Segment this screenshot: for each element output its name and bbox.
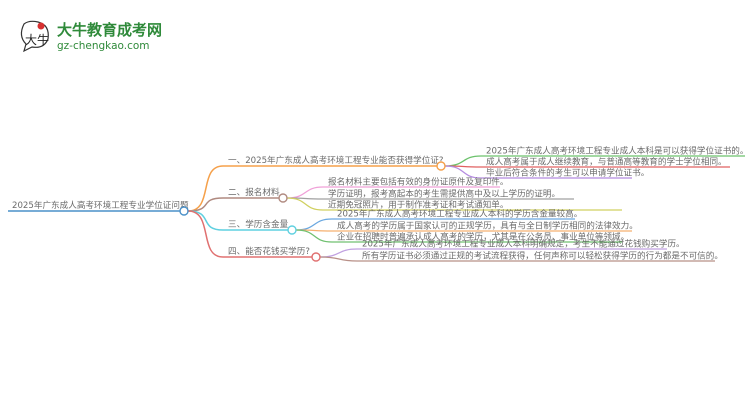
leaf-text: 成人高考的学历属于国家认可的正规学历，具有与全日制学历相同的法律效力。 — [337, 220, 638, 232]
leaf-edge — [444, 165, 632, 179]
leaf-text: 毕业后符合条件的考生可以申请学位证书。 — [486, 167, 649, 179]
logo-mark-text: 大牛 — [25, 32, 49, 47]
branch-node[interactable] — [436, 161, 446, 171]
branch-node[interactable] — [311, 252, 321, 262]
branch-edge — [187, 210, 312, 258]
leaf-text: 所有学历证书必须通过正规的考试流程获得，任何声称可以轻松获得学历的行为都是不可信… — [362, 250, 723, 262]
branch-label: 二、报名材料 — [228, 186, 280, 198]
logo: 大牛 大牛教育成考网 gz-chengkao.com — [20, 20, 162, 53]
root-node[interactable] — [179, 206, 189, 216]
branch-node[interactable] — [278, 193, 288, 203]
leaf-text: 2025年广东成人高考环境工程专业成人本科是可以获得学位证书的。 — [486, 145, 749, 157]
leaf-edge — [286, 197, 622, 211]
branch-edge — [187, 210, 288, 231]
branch-label: 三、学历含金量 — [228, 218, 289, 230]
branch-label: 四、能否花钱买学历? — [228, 245, 310, 257]
logo-mark: 大牛 — [20, 20, 49, 53]
leaf-text: 2025年广东成人高考环境工程专业成人本科明确规定，考生不能通过花钱购买学历。 — [362, 238, 685, 250]
branch-node[interactable] — [287, 225, 297, 235]
leaf-text: 报名材料主要包括有效的身份证原件及复印件。 — [328, 176, 508, 188]
branch-edge — [187, 197, 279, 212]
root-label: 2025年广东成人高考环境工程专业学位证问题 — [12, 199, 189, 211]
logo-url: gz-chengkao.com — [57, 40, 150, 52]
branch-label: 一、2025年广东成人高考环境工程专业能否获得学位证? — [228, 154, 444, 166]
leaf-text: 企业在招聘时普遍承认成人高考的学历，尤其是在公务员、事业单位等领域。 — [337, 231, 629, 243]
leaf-text: 2025年广东成人高考环境工程专业成人本科的学历含金量较高。 — [337, 208, 582, 220]
logo-title: 大牛教育成考网 — [57, 21, 162, 39]
leaf-text: 近期免冠照片，用于制作准考证和考试通知单。 — [328, 199, 508, 211]
leaf-edge — [319, 256, 715, 262]
leaf-edge — [295, 229, 622, 243]
branch-edge — [187, 165, 437, 212]
leaf-text: 成人高考属于成人继续教育，与普通高等教育的学士学位相同。 — [486, 156, 727, 168]
leaf-text: 学历证明，报考高起本的考生需提供高中及以上学历的证明。 — [328, 188, 560, 200]
